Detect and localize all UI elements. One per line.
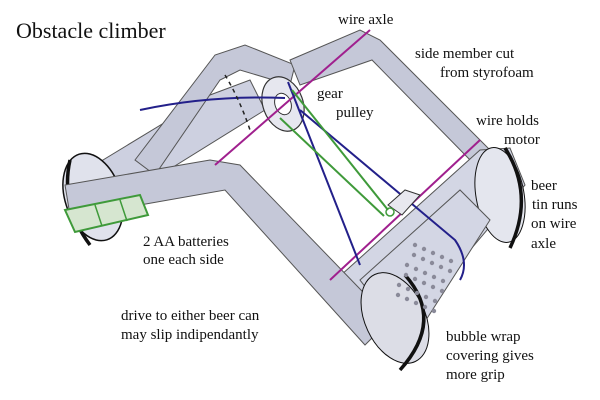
label-wire-axle: wire axle bbox=[338, 12, 394, 28]
right-can-rim bbox=[503, 147, 524, 249]
label-wire-holds-line2: motor bbox=[504, 132, 540, 148]
motor bbox=[385, 189, 421, 217]
label-drive-line2: may slip indipendantly bbox=[121, 327, 259, 343]
label-bubble-line1: bubble wrap bbox=[446, 329, 521, 345]
bubble-dot bbox=[404, 296, 410, 302]
label-beer-line3: on wire bbox=[531, 216, 577, 232]
label-batteries-line2: one each side bbox=[143, 252, 224, 268]
battery-box bbox=[63, 193, 150, 234]
bubble-dot bbox=[403, 272, 409, 278]
bubble-dot bbox=[404, 262, 410, 268]
label-batteries-line1: 2 AA batteries bbox=[143, 234, 229, 250]
bubble-dot bbox=[420, 256, 426, 262]
label-wire-holds-line1: wire holds bbox=[476, 113, 539, 129]
bubble-dot bbox=[429, 260, 435, 266]
bubble-dot bbox=[395, 292, 401, 298]
bubble-dot bbox=[411, 252, 417, 258]
bubble-dot bbox=[439, 288, 445, 294]
bubble-dot bbox=[448, 258, 454, 264]
label-side-member-line1: side member cut bbox=[415, 46, 515, 62]
motor-spindle bbox=[385, 207, 395, 217]
bubble-dot bbox=[430, 284, 436, 290]
green-belt-b bbox=[279, 117, 385, 217]
bubble-dot bbox=[431, 308, 437, 314]
label-pulley: pulley bbox=[336, 105, 374, 121]
bubble-dot bbox=[430, 250, 436, 256]
label-side-member-line2: from styrofoam bbox=[440, 65, 534, 81]
blue-belt-far bbox=[299, 109, 465, 281]
wire-axle-upper bbox=[214, 29, 371, 166]
blue-belt-right bbox=[287, 81, 361, 266]
bubble-dot bbox=[413, 300, 419, 306]
bubble-dot bbox=[438, 264, 444, 270]
aa-batteries bbox=[63, 193, 150, 234]
bubble-dot bbox=[440, 278, 446, 284]
bubble-dot bbox=[421, 280, 427, 286]
label-bubble-line3: more grip bbox=[446, 367, 505, 383]
label-beer-line2: tin runs bbox=[532, 197, 578, 213]
bubble-dot bbox=[432, 298, 438, 304]
blue-belt-left bbox=[139, 96, 286, 111]
label-beer-line1: beer bbox=[531, 178, 557, 194]
bubble-dot bbox=[423, 294, 429, 300]
bubble-wrap-dots bbox=[395, 242, 454, 314]
bubble-dot bbox=[396, 282, 402, 288]
bubble-dot bbox=[431, 274, 437, 280]
green-belt-a bbox=[291, 89, 389, 211]
label-gear: gear bbox=[317, 86, 343, 102]
label-beer-line4: axle bbox=[531, 236, 556, 252]
bubble-dot bbox=[412, 276, 418, 282]
bubble-dot bbox=[422, 270, 428, 276]
motor-body bbox=[387, 189, 421, 216]
front-can-rim bbox=[398, 273, 426, 372]
bubble-dot bbox=[421, 246, 427, 252]
bubble-dot bbox=[412, 242, 418, 248]
bubble-dot bbox=[447, 268, 453, 274]
diagram-title: Obstacle climber bbox=[16, 18, 166, 43]
bubble-dot bbox=[439, 254, 445, 260]
label-drive-line1: drive to either beer can bbox=[121, 308, 260, 324]
label-bubble-line2: covering gives bbox=[446, 348, 534, 364]
bubble-dot bbox=[422, 304, 428, 310]
front-beer-can bbox=[359, 189, 491, 372]
bubble-dot bbox=[405, 286, 411, 292]
bubble-dot bbox=[413, 266, 419, 272]
bubble-dot bbox=[414, 290, 420, 296]
